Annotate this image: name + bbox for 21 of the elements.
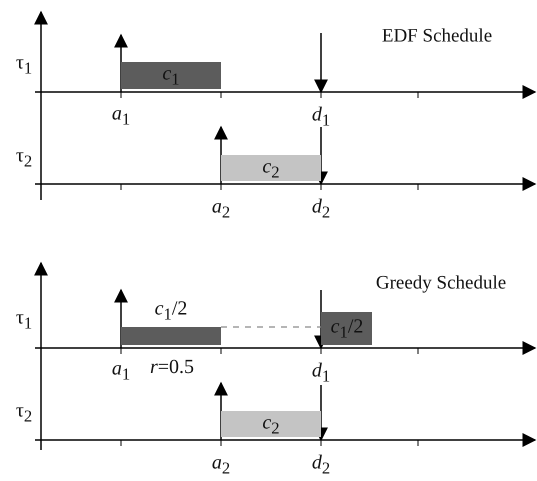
deadline-label: d$_{2}$ (312, 196, 330, 222)
task-label: τ$_{1}$ (16, 52, 32, 78)
chart-title: Greedy Schedule (376, 274, 506, 292)
task-label: τ$_{2}$ (16, 400, 32, 426)
bar-label: c$_{2}$ (262, 156, 280, 182)
bar-label: c$_{1}$/2 (154, 298, 188, 324)
arrival-label: a$_{1}$ (112, 358, 130, 384)
task-label: τ$_{1}$ (16, 308, 32, 332)
deadline-label: d$_{1}$ (312, 104, 330, 130)
arrival-label: a$_{2}$ (212, 452, 230, 478)
bar-label: c$_{1}$ (162, 64, 180, 88)
bar-label: c$_{2}$ (262, 412, 280, 438)
bar-label: c$_{1}$/2 (330, 316, 364, 342)
task-label: τ$_{2}$ (16, 146, 32, 170)
arrival-label: a$_{2}$ (212, 196, 230, 222)
deadline-label: d$_{2}$ (312, 452, 330, 478)
rate-label: r=0.5 (150, 357, 194, 377)
dashed-line (221, 326, 321, 328)
arrival-label: a$_{1}$ (112, 104, 130, 128)
chart-title: EDF Schedule (382, 26, 492, 46)
deadline-label: d$_{1}$ (312, 360, 330, 386)
